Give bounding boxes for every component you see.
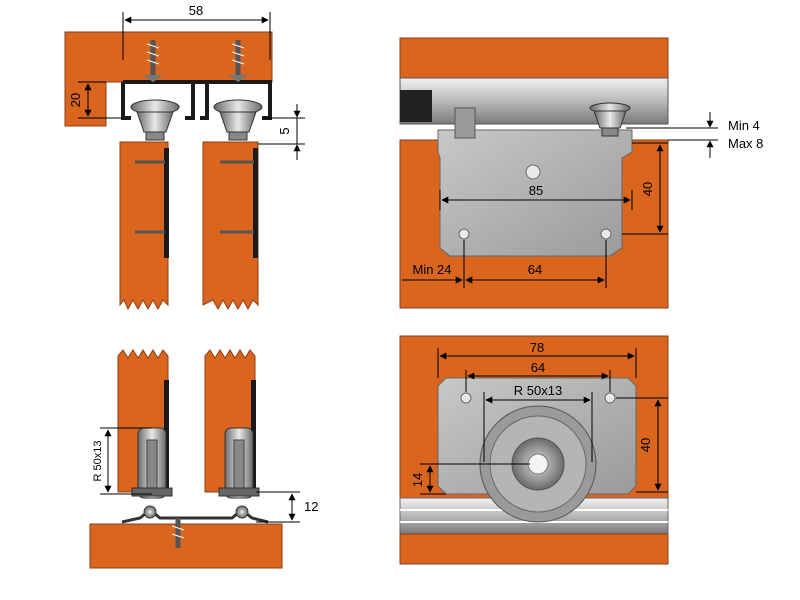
bottom-wheel-left <box>131 427 173 499</box>
roller-right <box>213 99 263 141</box>
dim-label-5: 5 <box>277 127 292 134</box>
door-bracket-left <box>164 148 169 258</box>
door-panel-right <box>202 141 259 311</box>
plate-hole-bottom-right <box>604 392 616 404</box>
dim-label-40-bottom: 40 <box>638 438 653 452</box>
floor-board-front <box>399 533 669 565</box>
dim-label-58: 58 <box>189 3 203 18</box>
plate-hole-bottom-left <box>460 392 472 404</box>
floor-screw <box>171 518 185 548</box>
wheel-front <box>479 405 597 523</box>
label-max-8: Max 8 <box>728 136 763 151</box>
dim-label-85: 85 <box>529 183 543 198</box>
label-min-4: Min 4 <box>728 118 760 133</box>
top-rail-front <box>399 77 669 125</box>
dim-label-40-top: 40 <box>640 182 655 196</box>
ceiling-board-front <box>399 37 669 79</box>
rail-end-stop <box>400 90 432 122</box>
dim-label-min-24: Min 24 <box>412 262 451 277</box>
dim-label-64-top: 64 <box>528 262 542 277</box>
top-left-section: 58 20 5 <box>64 3 305 311</box>
door-bracket-right <box>253 148 258 258</box>
mounting-plate-top <box>437 129 633 257</box>
plate-hole-left <box>458 228 470 240</box>
top-right-section: Min 4 Max 8 85 40 Min 24 64 <box>399 37 763 309</box>
plate-hole-center <box>525 164 541 180</box>
bottom-right-section: 78 64 R 50x13 40 14 <box>399 335 669 565</box>
dim-label-78: 78 <box>530 340 544 355</box>
ceiling-screw-right <box>228 40 248 82</box>
plate-hole-right <box>600 228 612 240</box>
dim-label-radius-left: R 50x13 <box>92 441 104 482</box>
plate-tab <box>454 107 476 139</box>
dim-label-12: 12 <box>304 499 318 514</box>
door-panel-left <box>119 141 169 311</box>
bottom-left-section: R 50x13 12 <box>89 349 318 569</box>
dim-label-14: 14 <box>410 473 425 487</box>
ceiling-screw-left <box>143 40 163 82</box>
door-screws <box>135 160 254 234</box>
roller-front <box>589 102 631 137</box>
dim-label-64-bottom: 64 <box>531 360 545 375</box>
dim-label-radius-right: R 50x13 <box>514 383 562 398</box>
bottom-rail-profile <box>121 508 269 524</box>
dim-label-20: 20 <box>68 93 83 107</box>
bottom-wheel-right <box>218 427 260 499</box>
floor-board <box>89 523 283 569</box>
roller-left <box>130 99 180 141</box>
